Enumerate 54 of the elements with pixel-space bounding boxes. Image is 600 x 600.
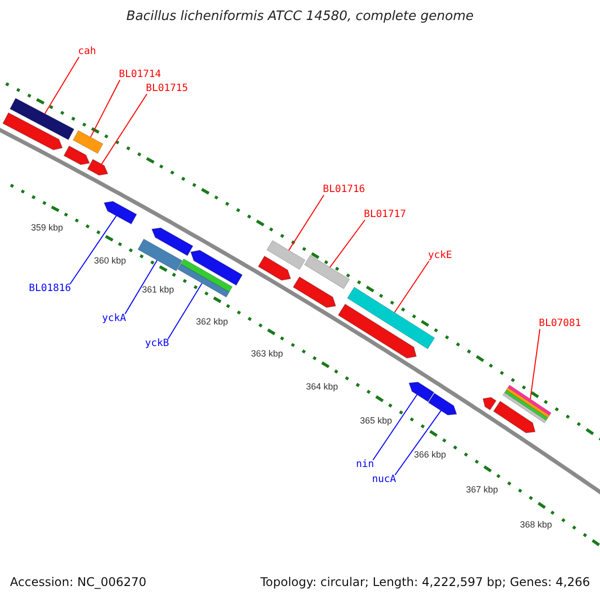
scale-label: 363 kbp [250, 350, 284, 358]
gene-label: cah [78, 47, 96, 57]
scale-label: 367 kbp [466, 486, 498, 494]
gene-label: BL01716 [322, 185, 366, 195]
gene-feature [190, 250, 243, 286]
gene-feature [258, 256, 292, 281]
gene-feature [137, 238, 183, 272]
gene-feature [2, 112, 63, 150]
scale-label: 364 kbp [306, 382, 338, 392]
leader-line [168, 282, 202, 340]
scale-label: 360 kbp [94, 256, 126, 266]
gene-feature [177, 258, 233, 298]
gene-feature [428, 392, 458, 416]
scale-label: 359 kbp [30, 224, 64, 232]
title: Bacillus licheniformis ATCC 14580, complete genome [125, 10, 475, 23]
leader-line [288, 194, 324, 251]
gene-label: nin [356, 460, 374, 470]
genome-summary-text: Topology: circular; Length: 4,222,597 bp; Genes: 4,266 [260, 576, 590, 588]
gene-label: BL01816 [28, 284, 72, 294]
scale-label: 366 kbp [414, 450, 446, 460]
gene-feature [87, 158, 108, 176]
gene-label: yckA [102, 314, 126, 324]
leader-line [394, 410, 442, 476]
gene-feature [502, 384, 552, 424]
gene-label: nucA [372, 475, 396, 485]
leader-line [124, 260, 158, 314]
scale-label: 368 kbp [520, 520, 552, 530]
gene-label: yckB [144, 339, 170, 349]
gene-label: BL01717 [364, 210, 406, 220]
gene-feature [292, 276, 336, 308]
leader-line [44, 56, 80, 114]
gene-feature [482, 396, 497, 410]
leader-line [70, 215, 117, 284]
scale-label: 362 kbp [196, 318, 228, 326]
leader-line [530, 328, 540, 400]
leader-line [329, 220, 366, 268]
gene-feature [63, 145, 90, 166]
gene-feature [104, 200, 138, 225]
gene-feature [72, 130, 104, 154]
gene-label: BL01714 [118, 70, 162, 80]
scale-label: 361 kbp [142, 286, 174, 294]
gene-feature [492, 400, 536, 434]
leader-line [90, 80, 120, 138]
scale-label: 365 kbp [360, 416, 392, 426]
leader-line [372, 394, 418, 460]
gene-label: BL07081 [538, 319, 582, 329]
gene-feature [408, 382, 434, 402]
gene-feature [151, 227, 194, 256]
gene-feature [338, 304, 417, 359]
gene-label: yckE [428, 251, 452, 261]
leader-line [394, 260, 430, 313]
leader-line [101, 94, 148, 165]
gene-label: BL01715 [146, 84, 188, 94]
accession-text: Accession: NC_006270 [10, 576, 146, 588]
